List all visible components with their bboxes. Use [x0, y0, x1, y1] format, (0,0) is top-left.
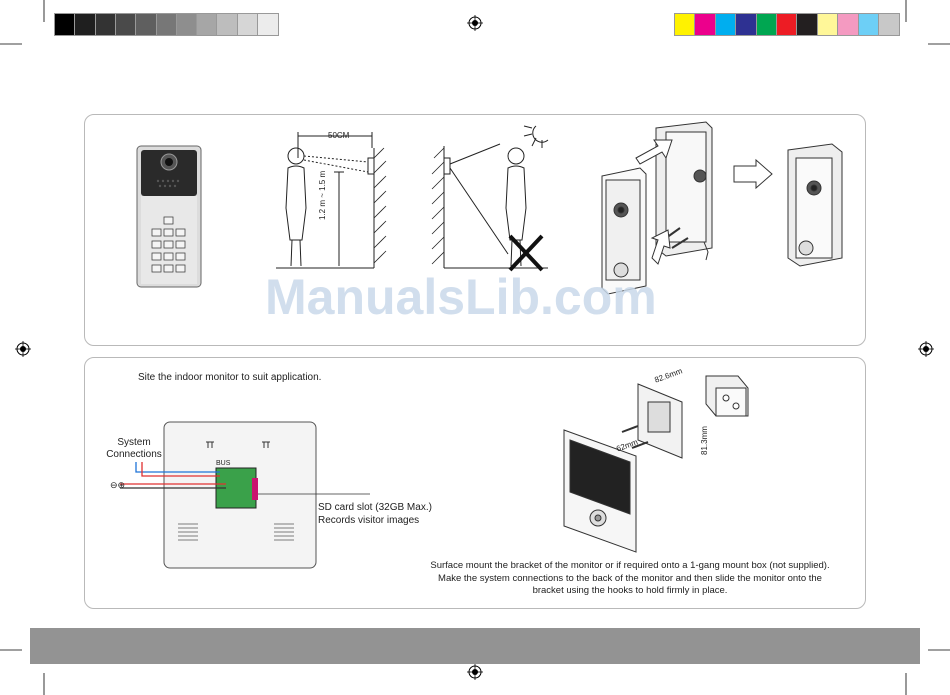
distance-label: 50CM	[328, 131, 350, 140]
registration-mark-top	[467, 15, 483, 31]
color-swatch	[175, 13, 199, 36]
sd-card-label: SD card slot (32GB Max.) Records visitor…	[318, 502, 432, 526]
color-swatch	[714, 13, 738, 36]
footer-bar	[30, 628, 920, 664]
color-swatch	[735, 13, 758, 36]
color-swatch	[796, 13, 819, 36]
incorrect-placement-diagram	[431, 125, 549, 272]
color-swatch	[694, 13, 717, 36]
color-swatch	[257, 13, 280, 36]
manualslib-watermark: ManualsLib.com	[265, 269, 657, 325]
door-station-mounting-diagram	[601, 121, 843, 295]
registration-mark-bottom	[467, 664, 483, 680]
color-swatch	[216, 13, 239, 36]
outdoor-installation-panel	[84, 114, 866, 346]
color-swatch	[54, 13, 77, 36]
color-swatch	[155, 13, 178, 36]
color-swatch	[755, 13, 778, 36]
bus-label: BUS	[216, 460, 231, 467]
color-swatch	[74, 13, 97, 36]
intro-text: Site the indoor monitor to suit applicat…	[138, 372, 322, 383]
color-swatch	[816, 13, 840, 36]
color-swatch	[94, 13, 117, 36]
installation-instructions: Surface mount the bracket of the monitor…	[430, 560, 830, 596]
color-swatch	[135, 13, 158, 36]
color-swatch	[776, 13, 799, 36]
mounting-height-diagram	[276, 132, 387, 269]
color-swatch	[114, 13, 138, 36]
registration-mark-left	[15, 341, 31, 357]
color-swatch	[196, 13, 219, 36]
height-dimension: 81.3mm	[700, 426, 709, 455]
height-range-label: 1.2 m ~ 1.5 m	[318, 170, 327, 220]
door-station-image	[136, 145, 202, 288]
color-swatch	[857, 13, 880, 36]
color-swatch	[878, 13, 901, 36]
color-swatch	[837, 13, 860, 36]
color-swatch	[236, 13, 259, 36]
monitor-back-diagram	[120, 421, 370, 569]
registration-mark-right	[918, 341, 934, 357]
bracket-monitor-diagram	[563, 375, 749, 553]
power-symbol: ⊖⊕	[110, 480, 126, 490]
color-swatch	[674, 13, 697, 36]
system-connections-label: System Connections	[106, 437, 162, 460]
